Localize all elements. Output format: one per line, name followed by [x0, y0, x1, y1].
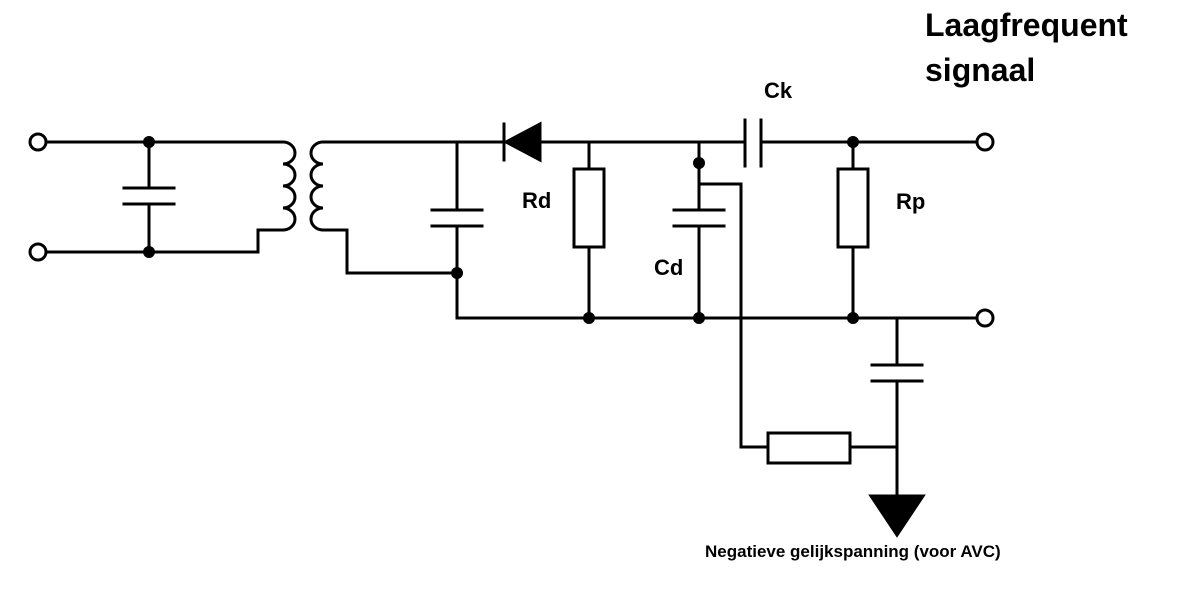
junction-dot	[847, 312, 859, 324]
transformer-primary-coil	[281, 140, 297, 232]
transformer-secondary-coil	[309, 140, 325, 232]
junction-dot	[143, 246, 155, 258]
secondary-wire-bottom	[321, 228, 459, 275]
title-line-1: Laagfrequent	[925, 7, 1128, 43]
label-rd: Rd	[522, 188, 551, 213]
detector-diode	[502, 121, 542, 163]
title-line-2: signaal	[925, 52, 1035, 88]
resistor-rd	[572, 140, 606, 320]
junction-dot	[693, 312, 705, 324]
avc-feed-wire	[697, 182, 770, 449]
output-terminal-top	[975, 132, 995, 152]
junction-dot	[583, 312, 595, 324]
secondary-tuning-capacitor	[430, 140, 484, 320]
junction-dot	[847, 136, 859, 148]
label-ck: Ck	[764, 78, 793, 103]
resistor-rp	[836, 140, 870, 320]
avc-resistor	[766, 431, 899, 465]
output-terminal-bottom	[975, 308, 995, 328]
label-cd: Cd	[654, 255, 683, 280]
primary-tuning-capacitor	[122, 140, 176, 254]
label-rp: Rp	[896, 189, 925, 214]
label-avc-note: Negatieve gelijkspanning (voor AVC)	[705, 542, 1001, 561]
junction-dot	[693, 157, 705, 169]
input-terminal-top	[28, 132, 48, 152]
junction-dots	[143, 136, 859, 324]
junction-dot	[143, 136, 155, 148]
capacitor-ck	[743, 118, 979, 168]
avc-filter-capacitor	[870, 316, 924, 499]
input-terminal-bottom	[28, 242, 48, 262]
avc-output-arrow-icon	[868, 494, 926, 538]
input-wire-bottom	[44, 228, 285, 254]
capacitor-cd	[672, 140, 726, 320]
junction-dot	[451, 267, 463, 279]
